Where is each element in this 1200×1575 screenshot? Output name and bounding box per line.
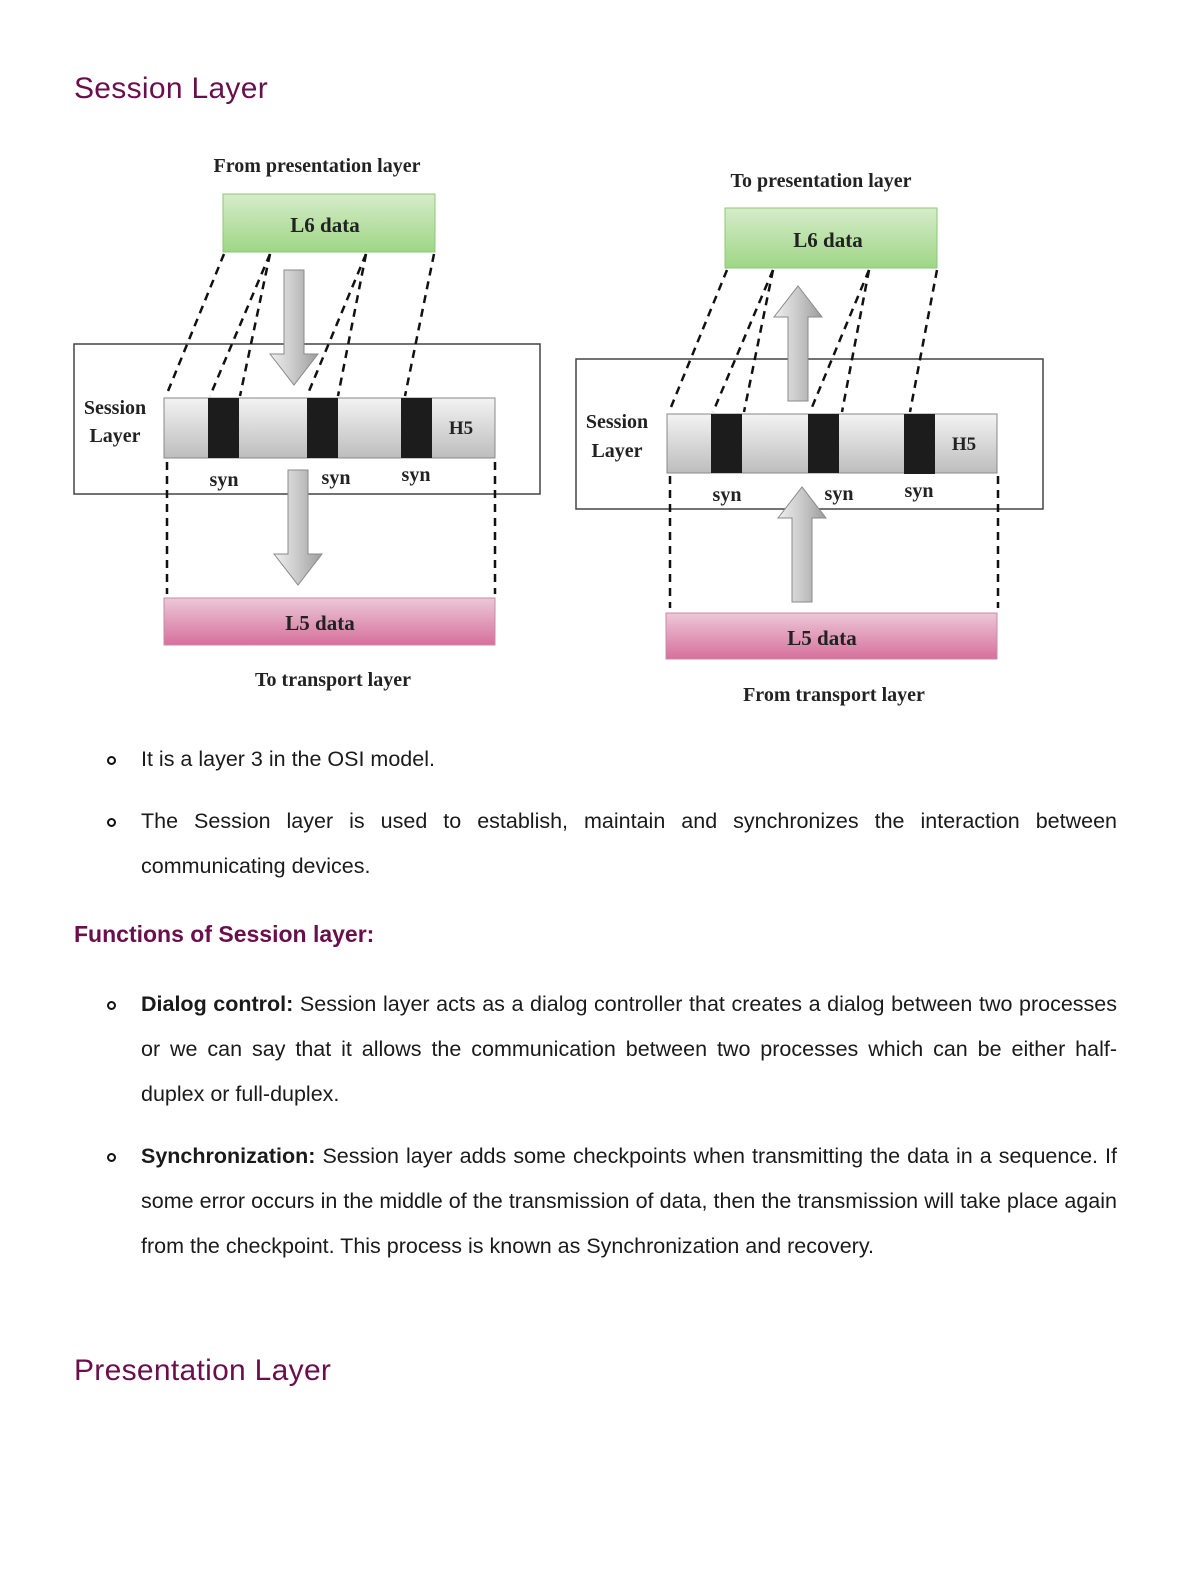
function-term: Synchronization: [141,1144,316,1168]
layer-label-line1: Session [586,411,648,433]
bullet-icon [107,756,116,765]
syn-block [808,414,839,473]
function-term: Dialog control: [141,992,294,1016]
intro-bullet: It is a layer 3 in the OSI model. [141,747,435,771]
mapping-lines [667,269,1000,608]
caption-from-presentation: From presentation layer [213,155,420,177]
caption-to-transport: To transport layer [255,669,411,691]
l5-data-box [665,612,998,660]
syn-block [307,398,338,458]
h5-header-label: H5 [952,434,976,455]
bullet-icon [107,818,116,827]
arrow-down-icon [268,269,320,386]
session-layer-diagram: From presentation layer L6 data Session … [73,155,1044,706]
bullet-icon [107,1153,116,1162]
l5-data-label: L5 data [285,611,355,635]
syn-block [711,414,742,473]
syn-label: syn [322,467,351,489]
mapping-lines [164,253,497,594]
next-section-title: Presentation Layer [74,1354,332,1387]
syn-label: syn [825,483,854,505]
layer-label-line1: Session [84,397,146,419]
intro-bullet: The Session layer is used to establish, … [141,809,1117,878]
h5-header-label: H5 [449,418,473,439]
function-item-dialog-control: Dialog control: Session layer acts as a … [141,982,1117,1117]
syn-label: syn [210,469,239,491]
syn-block [208,398,239,458]
syn-label: syn [713,484,742,506]
l6-data-label: L6 data [290,213,360,237]
function-item-synchronization: Synchronization: Session layer adds some… [141,1134,1117,1269]
caption-from-transport: From transport layer [743,684,925,706]
l5-data-label: L5 data [787,626,857,650]
l6-data-box [222,193,436,253]
syn-block [904,414,935,474]
arrow-up-icon [772,285,824,402]
caption-to-presentation: To presentation layer [730,170,911,192]
function-text: Session layer adds some checkpoints when… [141,1144,1117,1258]
diagram-receive: To presentation layer L6 data Session La… [575,170,1044,706]
functions-title: Functions of Session layer: [74,921,375,947]
diagram-send: From presentation layer L6 data Session … [73,155,541,691]
syn-label: syn [402,464,431,486]
arrow-up-icon [776,486,828,603]
syn-label: syn [905,480,934,502]
layer-label-line2: Layer [89,425,140,447]
l6-data-box [724,207,938,269]
section-title: Session Layer [74,72,269,105]
arrow-down-icon [272,469,324,586]
l5-data-box [163,597,496,646]
function-text: Session layer acts as a dialog controlle… [141,992,1118,1106]
layer-label-line2: Layer [591,440,642,462]
l6-data-label: L6 data [793,228,863,252]
bullet-icon [107,1001,116,1010]
syn-block [401,398,432,458]
